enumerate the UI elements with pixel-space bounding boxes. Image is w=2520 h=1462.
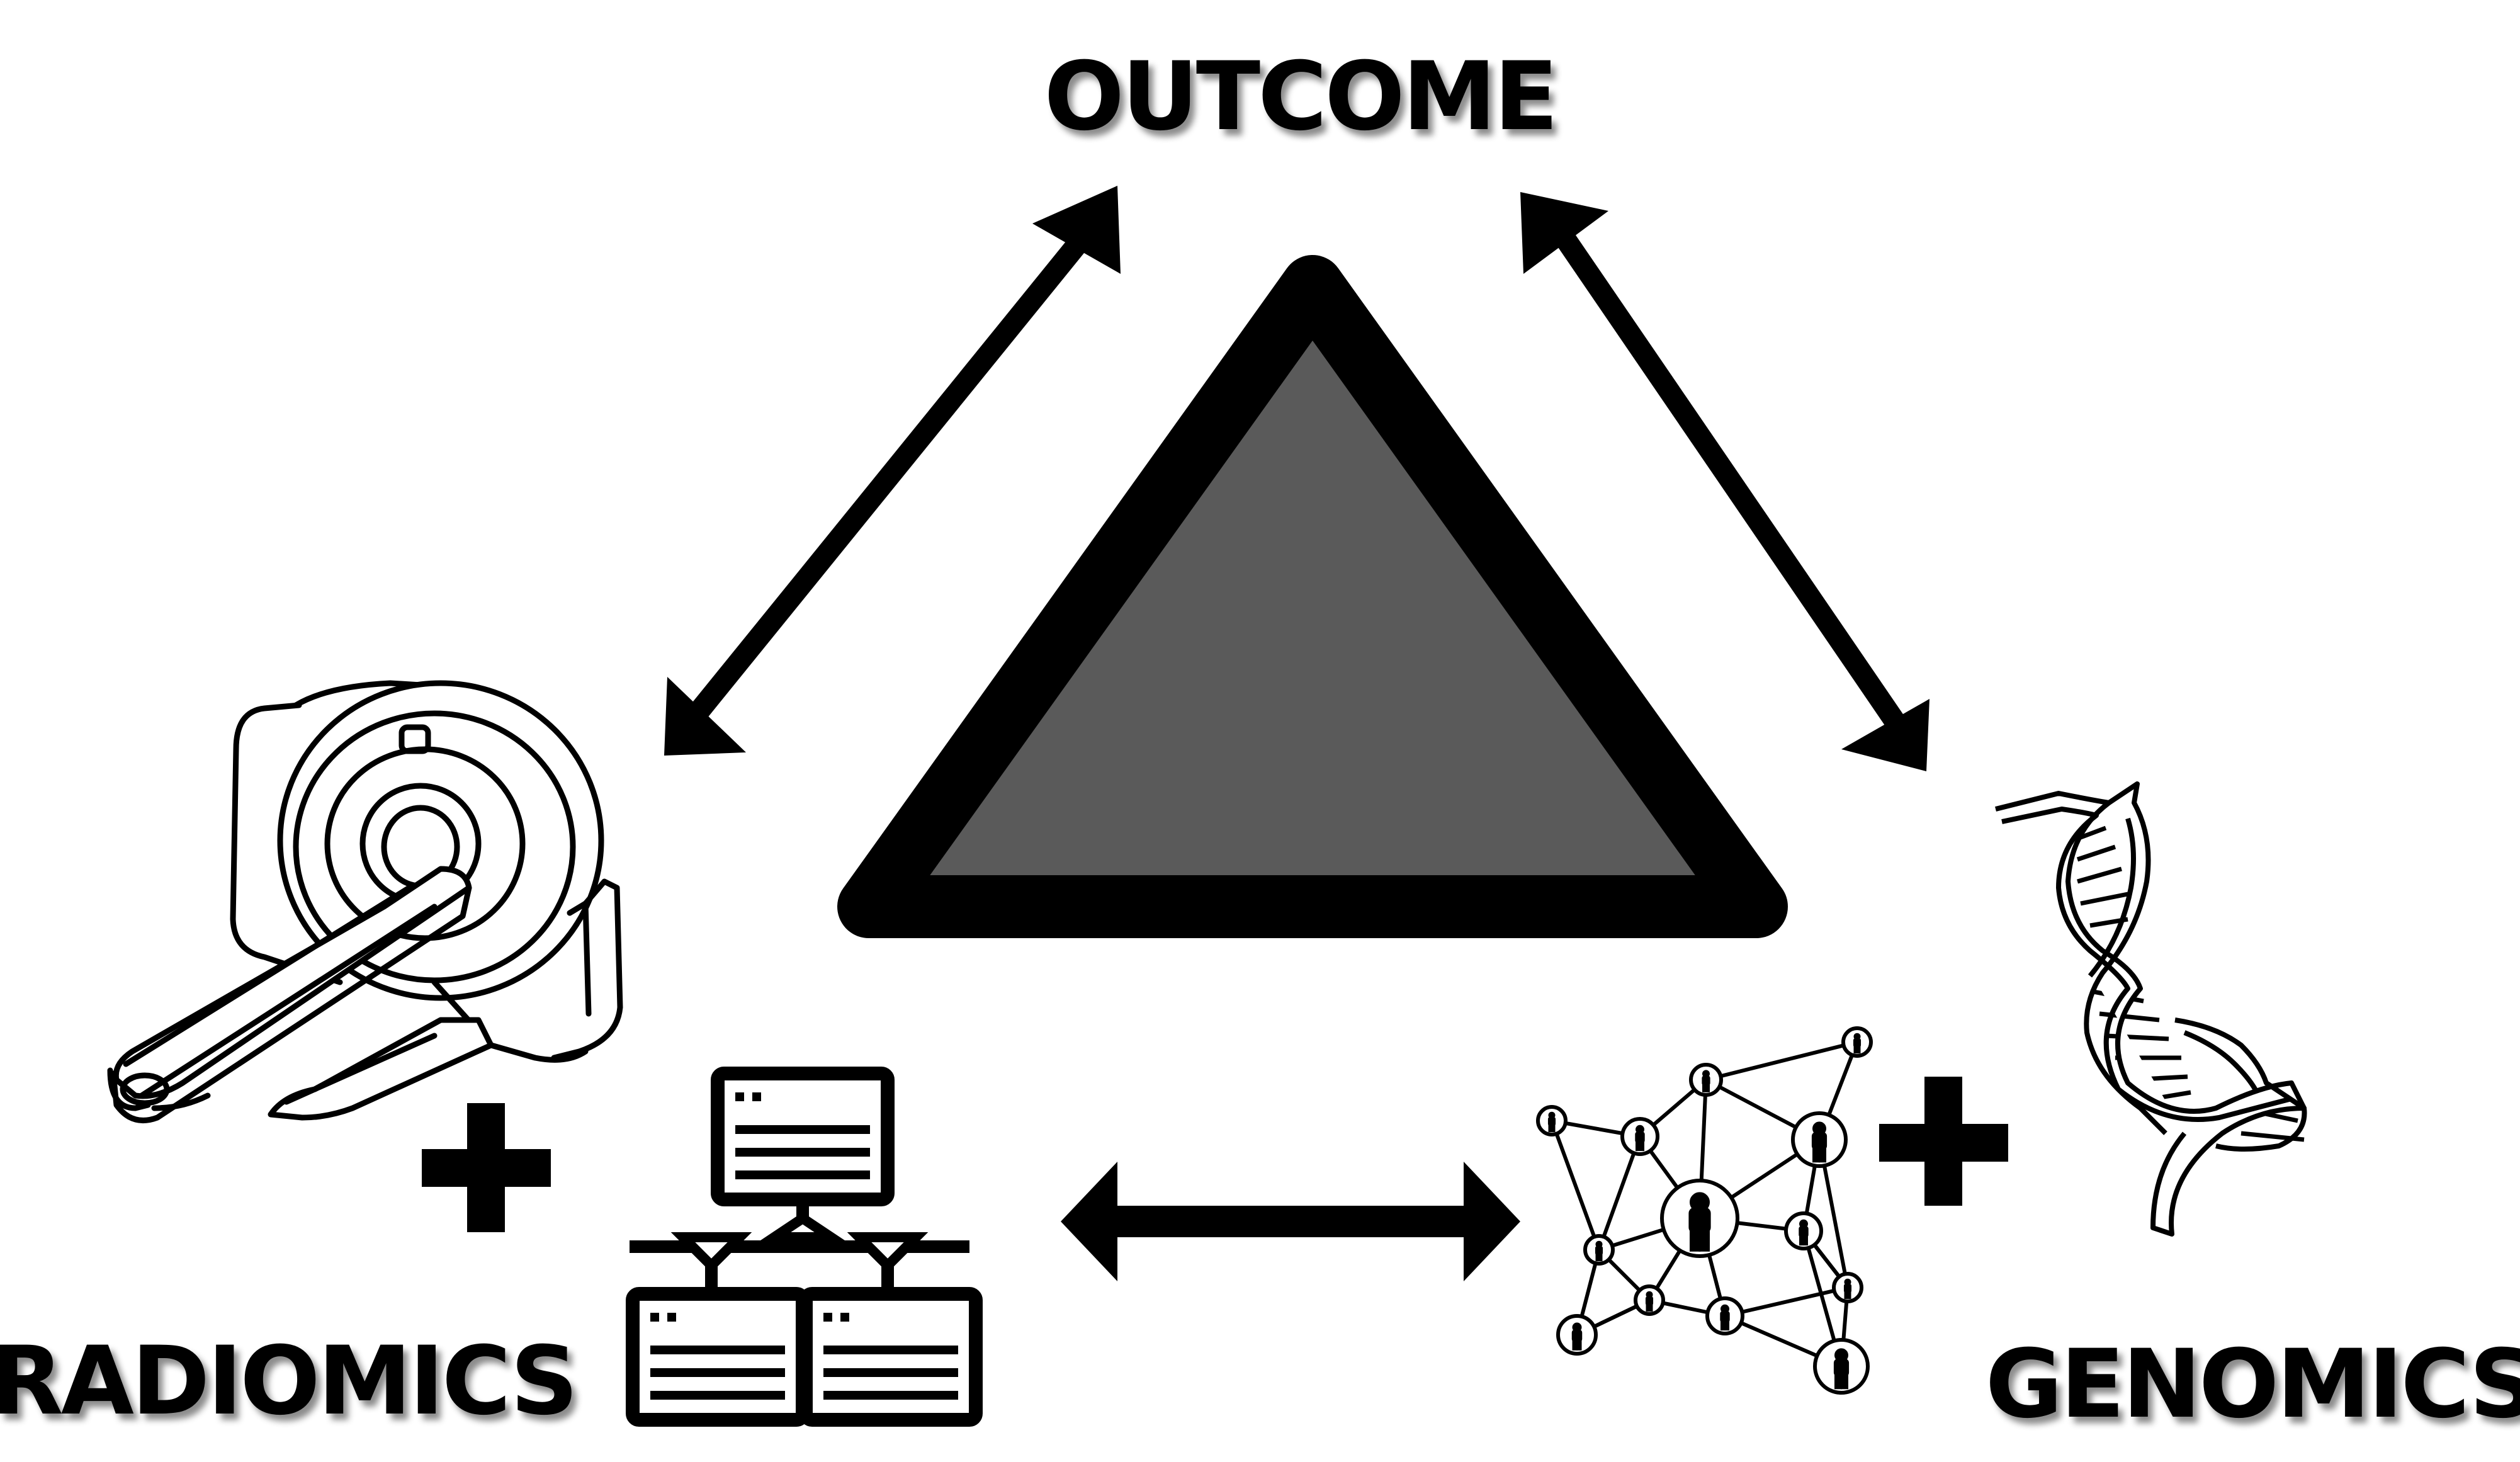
server-network-icon (630, 1074, 976, 1420)
radiomics-label: RADIOMICS (0, 1327, 576, 1436)
people-network-icon (1536, 1026, 1873, 1395)
genomics-label: GENOMICS (1986, 1330, 2520, 1439)
double-arrow-radiomics-outcome (664, 186, 1121, 756)
dna-icon (1995, 781, 2307, 1237)
triangle-icon (837, 255, 1788, 938)
double-arrow-outcome-genomics (1520, 192, 1930, 771)
outcome-label: OUTCOME (1044, 42, 1556, 152)
ct-scanner-icon (107, 680, 623, 1123)
plus-icon (422, 1103, 551, 1232)
double-arrow-horizontal (1061, 1162, 1520, 1281)
plus-icon (1879, 1077, 2008, 1206)
